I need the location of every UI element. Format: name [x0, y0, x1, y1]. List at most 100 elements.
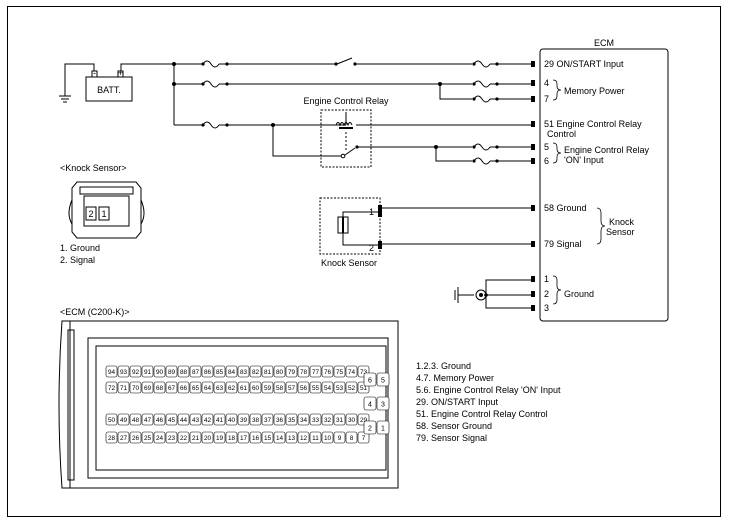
- ecm-connector-pin-label: 54: [324, 385, 332, 392]
- ecm-connector-pin-label: 20: [204, 435, 212, 442]
- ecm-connector-pin: 76: [321, 365, 334, 378]
- ecm-connector-pin: 53: [333, 381, 346, 394]
- ecm-connector-pin-label: 51: [360, 385, 368, 392]
- ecm-connector-pin: 81: [261, 365, 274, 378]
- ecm-connector-pin: 60: [249, 381, 262, 394]
- ecm-connector-pin: 87: [189, 365, 202, 378]
- ecm-pin-58: 58 Ground: [544, 203, 587, 213]
- ecm-connector-power-pin-label: 4: [368, 402, 372, 409]
- ecm-connector-pin-label: 8: [350, 435, 354, 442]
- ecm-connector-pin: 37: [261, 413, 274, 426]
- ecm-connector-pin: 66: [177, 381, 190, 394]
- ecm-connector-pin: 86: [201, 365, 214, 378]
- ecm-connector-pin-label: 94: [108, 369, 116, 376]
- ecm-connector-pin-label: 29: [360, 417, 368, 424]
- relay-on-input-line2: 'ON' Input: [564, 155, 604, 165]
- svg-text:-: -: [93, 68, 96, 78]
- ecm-connector-pin-label: 24: [156, 435, 164, 442]
- relay-control-line2: Control: [547, 129, 576, 139]
- ecm-connector-power-pin: 4: [363, 396, 377, 411]
- ecm-connector-pin: 67: [165, 381, 178, 394]
- battery-label: BATT.: [97, 85, 121, 95]
- ecm-connector-pin: 41: [213, 413, 226, 426]
- ecm-connector-pin-label: 52: [348, 385, 356, 392]
- ecm-connector-pin: 14: [273, 431, 286, 444]
- ecm-connector-pin-label: 25: [144, 435, 152, 442]
- ecm-connector-pin-label: 63: [216, 385, 224, 392]
- ecm-connector-pin: 68: [153, 381, 166, 394]
- ecm-connector-pin: 7: [357, 431, 370, 444]
- ecm-connector-pin: 74: [345, 365, 358, 378]
- ecm-connector-pin-label: 67: [168, 385, 176, 392]
- ecm-connector-pin: 56: [297, 381, 310, 394]
- ecm-connector-pin: 50: [105, 413, 118, 426]
- ecm-connector-pin: 19: [213, 431, 226, 444]
- ecm-connector-pin-label: 59: [264, 385, 272, 392]
- ecm-pin-2: 2: [544, 289, 549, 299]
- ecm-connector-pin: 88: [177, 365, 190, 378]
- ecm-connector-pin-label: 91: [144, 369, 152, 376]
- ecm-connector-pin-label: 42: [204, 417, 212, 424]
- ecm-connector-pin: 16: [249, 431, 262, 444]
- ecm-connector-pin-label: 68: [156, 385, 164, 392]
- ecm-pin-6: 6: [544, 156, 549, 166]
- ecm-connector-pin: 80: [273, 365, 286, 378]
- ecm-connector-pin-label: 85: [216, 369, 224, 376]
- ecm-connector-pin-label: 76: [324, 369, 332, 376]
- ecm-connector-pin: 59: [261, 381, 274, 394]
- ecm-connector-pin-label: 17: [240, 435, 248, 442]
- ecm-connector-pin-label: 27: [120, 435, 128, 442]
- ecm-connector-pin: 40: [225, 413, 238, 426]
- ecm-connector-pin: 21: [189, 431, 202, 444]
- ecm-connector-pin-label: 53: [336, 385, 344, 392]
- ecm-connector-pin-label: 74: [348, 369, 356, 376]
- ecm-connector-pin: 70: [129, 381, 142, 394]
- battery: BATT. - +: [59, 63, 174, 103]
- ecm-connector-pin: 94: [105, 365, 118, 378]
- ecm-connector-pin-label: 28: [108, 435, 116, 442]
- ecm-connector-pin: 47: [141, 413, 154, 426]
- ecm-pin-29: 29 ON/START Input: [544, 59, 624, 69]
- ecm-connector-power-pin: 6: [363, 372, 377, 387]
- ecm-connector-pin-label: 38: [252, 417, 260, 424]
- ecm-connector-pin-label: 19: [216, 435, 224, 442]
- ecm-legend-3: 5.6. Engine Control Relay 'ON' Input: [416, 385, 561, 395]
- ecm-connector-pin: 25: [141, 431, 154, 444]
- ecm-connector-pin-label: 44: [180, 417, 188, 424]
- knock-sensor-line1: Knock: [609, 217, 635, 227]
- ecm-connector-pin: 71: [117, 381, 130, 394]
- ecm-connector-pin-label: 78: [300, 369, 308, 376]
- ecm-connector-pin: 17: [237, 431, 250, 444]
- ecm-connector-pin-label: 84: [228, 369, 236, 376]
- ecm-connector-pin-label: 64: [204, 385, 212, 392]
- ecm-connector-pin-label: 72: [108, 385, 116, 392]
- ecm-connector-pin-label: 37: [264, 417, 272, 424]
- ecm-connector-pin: 42: [201, 413, 214, 426]
- ecm-connector-pin-label: 7: [362, 435, 366, 442]
- ecm-connector-pin-label: 50: [108, 417, 116, 424]
- svg-text:+: +: [118, 68, 123, 78]
- ecm-connector-power-pin: 5: [376, 372, 390, 387]
- ecm-connector-power-pin-label: 1: [381, 426, 385, 433]
- ecm-connector-pin-label: 79: [288, 369, 296, 376]
- memory-power-label: Memory Power: [564, 86, 625, 96]
- ecm-connector-pin: 18: [225, 431, 238, 444]
- ecm-box: ECM 29 ON/START Input 4 7 Memory Power 5…: [531, 38, 669, 322]
- ecm-connector-pin-label: 73: [360, 369, 368, 376]
- ground-symbol: [454, 279, 531, 309]
- ecm-connector-pin-label: 36: [276, 417, 284, 424]
- ecm-connector-pin-label: 93: [120, 369, 128, 376]
- ecm-legend-1: 1.2.3. Ground: [416, 361, 471, 371]
- ecm-connector-pin-label: 35: [288, 417, 296, 424]
- ecm-connector-pin: 93: [117, 365, 130, 378]
- ecm-connector-pin-label: 39: [240, 417, 248, 424]
- ecm-connector-pin-label: 30: [348, 417, 356, 424]
- relay-on-input-line1: Engine Control Relay: [564, 145, 650, 155]
- ecm-pin-3: 3: [544, 303, 549, 313]
- ecm-connector-pin-label: 86: [204, 369, 212, 376]
- ecm-connector-pin-label: 55: [312, 385, 320, 392]
- ecm-connector-pin-label: 90: [156, 369, 164, 376]
